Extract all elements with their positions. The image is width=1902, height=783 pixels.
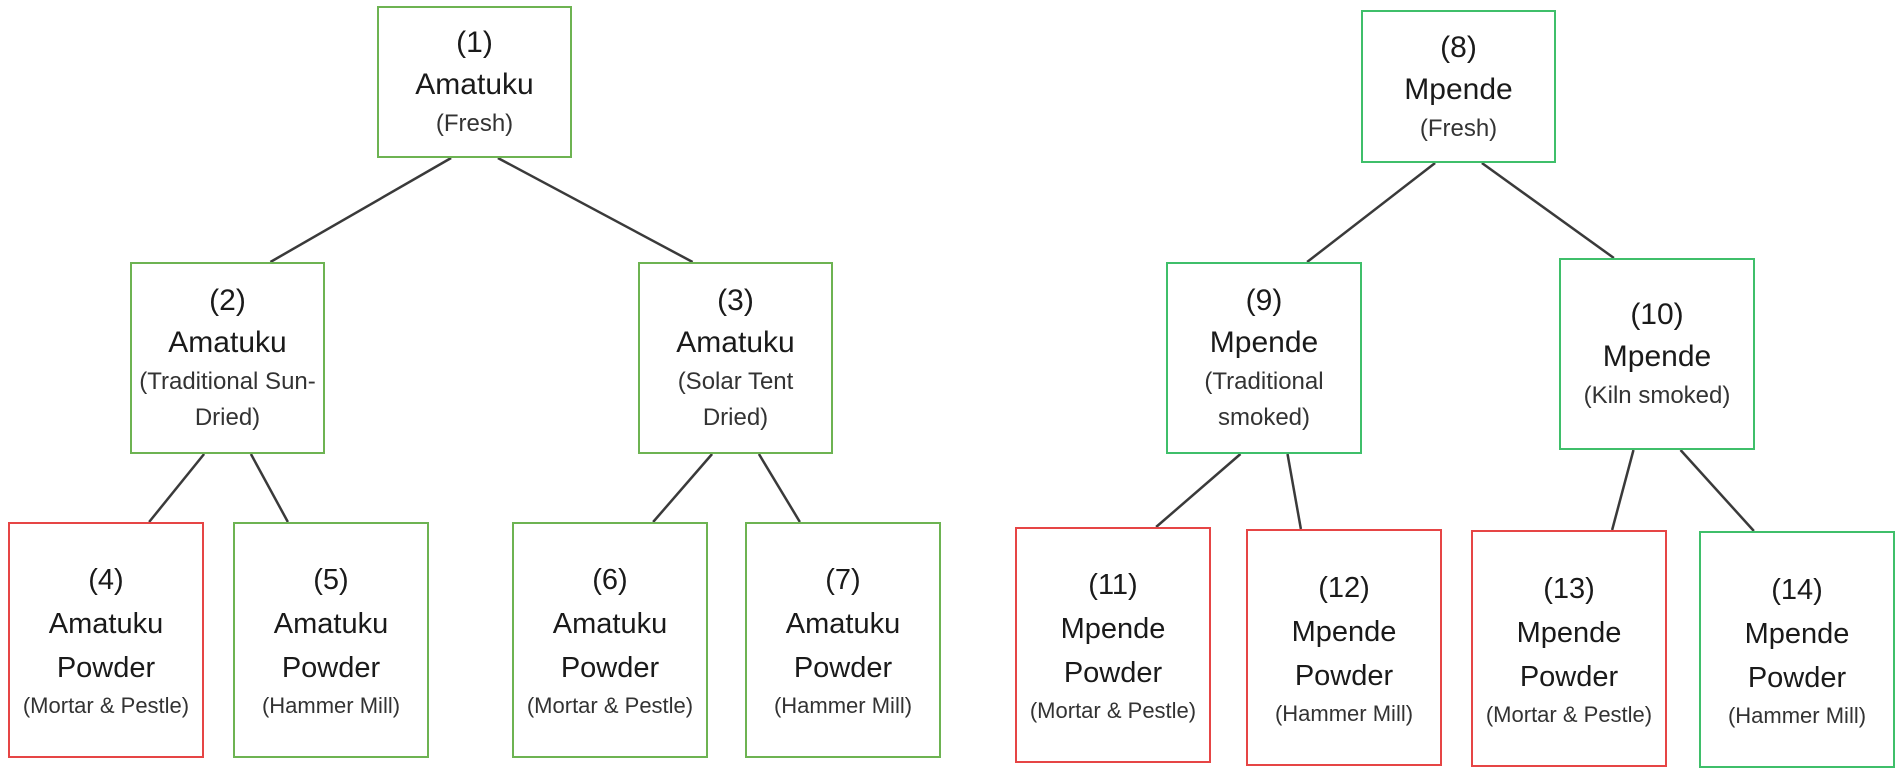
node-subtitle: (Traditional smoked) <box>1204 368 1324 431</box>
node-subtitle: (Kiln smoked) <box>1583 382 1731 409</box>
node-name: Amatuku Powder <box>273 608 389 684</box>
edge-1-3 <box>497 156 694 264</box>
edge-8-9 <box>1306 162 1436 263</box>
node-number: (14) <box>1771 573 1823 606</box>
node-name: Mpende Powder <box>1516 616 1622 693</box>
edge-3-6 <box>652 453 714 523</box>
node-subtitle: (Hammer Mill) <box>261 693 401 718</box>
node-number: (5) <box>313 564 349 596</box>
node-name: Mpende <box>1602 340 1712 373</box>
node-8: (8) Mpende (Fresh) <box>1361 10 1556 163</box>
node-subtitle: (Hammer Mill) <box>773 693 913 718</box>
node-subtitle: (Mortar & Pestle) <box>1485 701 1653 727</box>
edge-2-4 <box>148 453 206 523</box>
node-subtitle: (Mortar & Pestle) <box>526 693 694 718</box>
node-9: (9) Mpende (Traditional smoked) <box>1166 262 1362 454</box>
edge-10-14 <box>1679 449 1755 532</box>
edge-10-13 <box>1610 449 1635 531</box>
node-number: (13) <box>1543 572 1595 605</box>
node-2: (2) Amatuku (Traditional Sun-Dried) <box>130 262 325 454</box>
node-12: (12) Mpende Powder (Hammer Mill) <box>1246 529 1442 766</box>
node-number: (12) <box>1318 571 1370 604</box>
node-name: Amatuku Powder <box>48 608 164 684</box>
node-name: Mpende Powder <box>1291 615 1397 692</box>
node-name: Amatuku <box>415 68 534 101</box>
node-number: (8) <box>1440 30 1477 64</box>
edge-9-12 <box>1286 453 1303 530</box>
node-number: (7) <box>825 564 861 596</box>
node-number: (11) <box>1088 569 1138 601</box>
node-name: Amatuku Powder <box>552 608 668 684</box>
node-name: Mpende <box>1404 72 1513 106</box>
node-name: Mpende Powder <box>1744 617 1850 694</box>
node-14: (14) Mpende Powder (Hammer Mill) <box>1699 531 1895 768</box>
node-number: (1) <box>456 26 493 59</box>
node-number: (6) <box>592 564 628 596</box>
node-7: (7) Amatuku Powder (Hammer Mill) <box>745 522 941 758</box>
node-name: Amatuku Powder <box>785 608 901 684</box>
node-name: Mpende Powder <box>1060 613 1166 689</box>
node-1: (1) Amatuku (Fresh) <box>377 6 572 158</box>
node-3: (3) Amatuku (Solar Tent Dried) <box>638 262 833 454</box>
node-number: (4) <box>88 564 124 596</box>
node-number: (3) <box>717 284 754 317</box>
node-10: (10) Mpende (Kiln smoked) <box>1559 258 1755 450</box>
node-11: (11) Mpende Powder (Mortar & Pestle) <box>1015 527 1211 763</box>
node-6: (6) Amatuku Powder (Mortar & Pestle) <box>512 522 708 758</box>
node-subtitle: (Fresh) <box>435 110 514 137</box>
node-name: Amatuku <box>168 326 287 359</box>
edge-2-5 <box>249 453 289 523</box>
node-4: (4) Amatuku Powder (Mortar & Pestle) <box>8 522 204 758</box>
node-name: Mpende <box>1209 326 1319 359</box>
node-number: (10) <box>1630 298 1684 331</box>
node-number: (2) <box>209 284 246 317</box>
edge-1-2 <box>269 156 452 264</box>
edge-8-10 <box>1481 161 1615 260</box>
edge-9-11 <box>1155 453 1242 528</box>
node-subtitle: (Hammer Mill) <box>1274 700 1414 726</box>
node-13: (13) Mpende Powder (Mortar & Pestle) <box>1471 530 1667 767</box>
node-subtitle: (Fresh) <box>1419 114 1498 142</box>
edge-3-7 <box>757 453 801 523</box>
node-subtitle: (Hammer Mill) <box>1727 702 1867 728</box>
node-subtitle: (Traditional Sun-Dried) <box>139 368 316 431</box>
node-subtitle: (Solar Tent Dried) <box>677 368 794 431</box>
node-number: (9) <box>1245 284 1283 317</box>
node-5: (5) Amatuku Powder (Hammer Mill) <box>233 522 429 758</box>
node-subtitle: (Mortar & Pestle) <box>1029 698 1197 723</box>
node-subtitle: (Mortar & Pestle) <box>22 693 190 718</box>
node-name: Amatuku <box>676 326 795 359</box>
